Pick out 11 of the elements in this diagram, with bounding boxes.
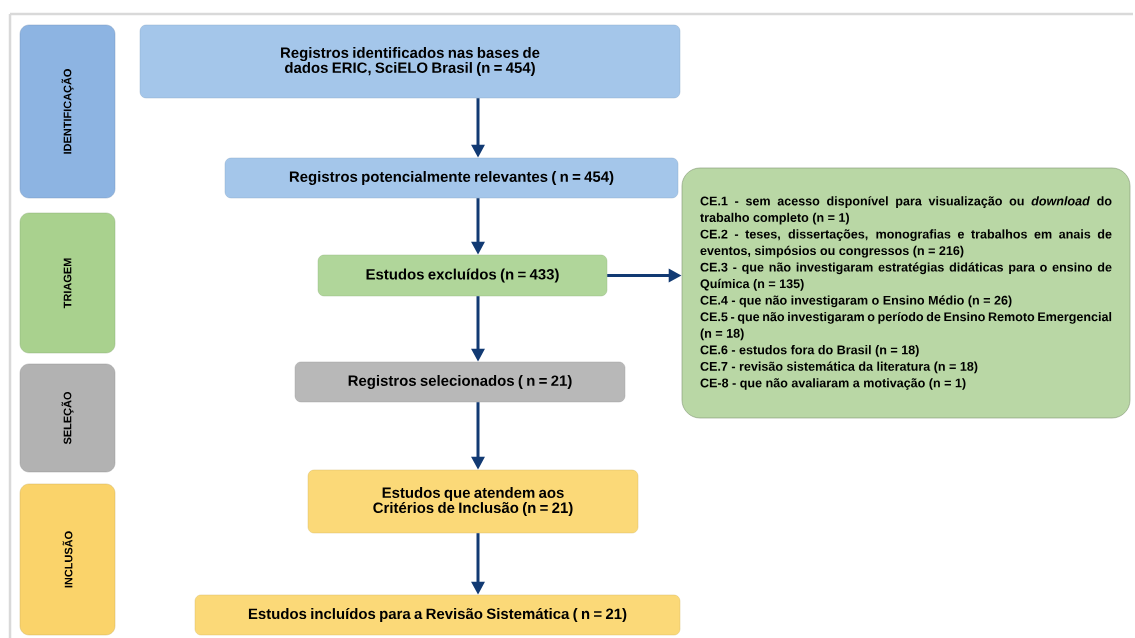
- phase-label-box: SELEÇÃO: [19, 363, 116, 473]
- process-box: Estudos incluídos para a Revisão Sistemática ( n = 21): [194, 594, 681, 636]
- process-box: Registros identificados nas bases de dados ERIC, SciELO Brasil (n = 454): [139, 24, 681, 99]
- process-box: Estudos excluídos (n = 433): [317, 254, 608, 297]
- process-box: Registros selecionados ( n = 21): [294, 361, 626, 403]
- phase-label-box: IDENTIFICAÇÃO: [19, 24, 116, 199]
- exclusion-criteria-box: CE.1 - sem acesso disponível para visualização ou download do trabalho completo (n = 1) CE.2 - teses, dissertações, monografias e trabalhos em anais de eventos, simpósios ou congressos (n = 216) CE.3 - que não investigaram estratégias didáticas para o ensino de Química (n = 135) CE.4 - que não investigaram o Ensino Médio (n = 26) CE.5 - que não investigaram o período de Ensino Remoto Emergencial (n = 18) CE.6 - estudos fora do Brasil (n = 18) CE.7 - revisão sistemática da literatura (n = 18) CE-8 - que não avaliaram a motivação (n = 1): [681, 167, 1131, 419]
- phase-label-box: INCLUSÃO: [19, 483, 116, 636]
- process-box: Estudos que atendem aos Critérios de Inclusão (n = 21): [307, 469, 639, 534]
- phase-label-box: TRIAGEM: [19, 212, 116, 354]
- process-box: Registros potencialmente relevantes ( n = 454): [224, 157, 679, 199]
